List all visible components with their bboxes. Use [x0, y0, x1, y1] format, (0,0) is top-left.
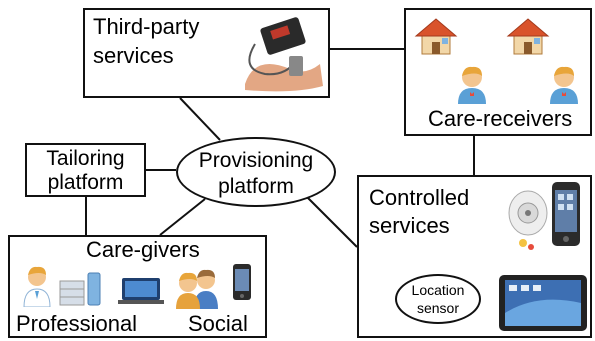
- provisioning-platform-node: Provisioning platform: [176, 137, 336, 207]
- tailoring-line1: Tailoring: [46, 147, 125, 170]
- smartphone-icon: [232, 263, 252, 301]
- care-givers-label: Care-givers: [86, 237, 200, 262]
- controlled-services-box: Controlled services Location: [357, 175, 592, 338]
- third-party-line1: Third-party: [93, 14, 200, 39]
- tailoring-platform-box: Tailoring platform: [25, 143, 146, 197]
- social-label: Social: [188, 311, 248, 336]
- care-receivers-box: Care-receivers: [404, 8, 592, 136]
- care-receivers-label: Care-receivers: [428, 106, 573, 131]
- medication-icon: [58, 271, 104, 307]
- provisioning-line1: Provisioning: [198, 149, 314, 172]
- third-party-line2: services: [93, 43, 174, 68]
- professional-label: Professional: [16, 311, 138, 336]
- controlled-line2: services: [369, 213, 450, 238]
- pill-dispenser-icon: [507, 185, 549, 253]
- person-icon: [546, 64, 582, 104]
- location-line1: Location: [411, 282, 465, 298]
- blood-pressure-monitor-icon: [235, 14, 327, 94]
- house-icon: [506, 16, 550, 56]
- person-icon: [454, 64, 490, 104]
- house-icon: [414, 16, 458, 56]
- location-sensor-node: Location sensor: [395, 274, 481, 324]
- location-line2: sensor: [416, 300, 460, 316]
- third-party-services-box: Third-party services: [83, 8, 330, 98]
- care-givers-box: Care-givers: [8, 235, 267, 338]
- edge-provisioning-caregivers: [159, 198, 206, 236]
- controlled-line1: Controlled: [369, 185, 470, 210]
- edge-thirdparty-provisioning: [179, 97, 221, 141]
- tablet-icon: [497, 273, 589, 333]
- provisioning-line2: platform: [218, 175, 294, 198]
- laptop-icon: [118, 277, 164, 305]
- smartphone-icon: [551, 181, 581, 247]
- tailoring-line2: platform: [47, 171, 124, 194]
- doctor-icon: [22, 263, 52, 307]
- people-icon: [174, 265, 220, 309]
